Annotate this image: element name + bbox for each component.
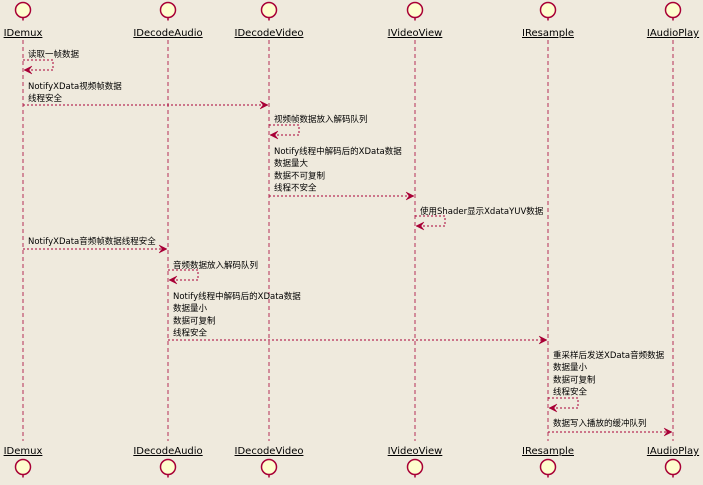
message-2-text-1: NotifyXData视频帧数据 <box>28 81 122 92</box>
vview-top-actor-icon <box>406 1 424 21</box>
message-9-text-3: 数据可复制 <box>553 374 596 385</box>
dvideo-bottom-actor-icon <box>260 458 278 478</box>
message-5-text-1: 使用Shader显示XdataYUV数据 <box>420 206 544 217</box>
aplay-top-actor-icon <box>664 1 682 21</box>
resamp-top-actor-icon <box>539 1 557 21</box>
dvideo-name-top: IDecodeVideo <box>235 28 304 39</box>
aplay-name-bottom: IAudioPlay <box>647 446 699 457</box>
message-9-text-4: 线程安全 <box>553 387 588 398</box>
message-4-text-4: 线程不安全 <box>274 183 317 194</box>
dvideo-top-actor-icon <box>260 1 278 21</box>
message-4-text-2: 数据量大 <box>274 158 309 169</box>
aplay-name-top: IAudioPlay <box>647 28 699 39</box>
aplay-bottom-actor-icon <box>664 458 682 478</box>
demux-name-bottom: IDemux <box>4 446 43 457</box>
message-8-text-4: 线程安全 <box>173 328 208 339</box>
daudio-name-bottom: IDecodeAudio <box>133 446 202 457</box>
message-1: 读取一帧数据 <box>23 49 80 75</box>
message-4-text-1: Notify线程中解码后的XData数据 <box>274 146 402 157</box>
message-10-text-1: 数据写入播放的缓冲队列 <box>553 418 647 429</box>
message-6-text-1: NotifyXData音频帧数据线程安全 <box>28 236 156 247</box>
message-1-text-1: 读取一帧数据 <box>28 49 80 60</box>
daudio-name-top: IDecodeAudio <box>133 28 202 39</box>
demux-bottom-actor-icon <box>14 458 32 478</box>
message-2-text-2: 线程安全 <box>28 93 63 104</box>
vview-bottom-actor-icon <box>406 458 424 478</box>
message-4-text-3: 数据不可复制 <box>274 170 325 181</box>
resamp-name-bottom: IResample <box>522 446 574 457</box>
message-7-text-1: 音频数据放入解码队列 <box>173 260 258 271</box>
dvideo-name-bottom: IDecodeVideo <box>235 446 304 457</box>
message-10: 数据写入播放的缓冲队列 <box>548 418 673 437</box>
message-9-text-1: 重采样后发送XData音频数据 <box>553 350 665 361</box>
message-8-text-3: 数据可复制 <box>173 315 216 326</box>
message-9-text-2: 数据量小 <box>553 362 588 373</box>
message-3: 视频帧数据放入解码队列 <box>269 114 368 140</box>
message-3-text-1: 视频帧数据放入解码队列 <box>274 114 368 125</box>
message-8-text-1: Notify线程中解码后的XData数据 <box>173 291 301 302</box>
message-7: 音频数据放入解码队列 <box>168 260 258 285</box>
demux-top-actor-icon <box>14 1 32 21</box>
resamp-name-top: IResample <box>522 28 574 39</box>
message-8-text-2: 数据量小 <box>173 303 208 314</box>
demux-name-top: IDemux <box>4 28 43 39</box>
daudio-top-actor-icon <box>159 1 177 21</box>
vview-name-top: IVideoView <box>388 28 443 39</box>
resamp-bottom-actor-icon <box>539 458 557 478</box>
vview-name-bottom: IVideoView <box>388 446 443 457</box>
daudio-bottom-actor-icon <box>159 458 177 478</box>
message-6: NotifyXData音频帧数据线程安全 <box>23 236 168 254</box>
message-5: 使用Shader显示XdataYUV数据 <box>415 206 544 231</box>
